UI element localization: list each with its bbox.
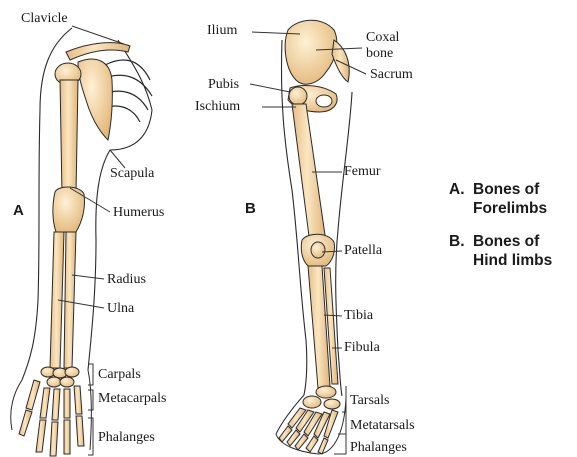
clavicle-bone	[66, 43, 130, 60]
hindlimb-figure	[276, 20, 352, 454]
label-metacarpals: Metacarpals	[98, 391, 166, 407]
legend-text-a-line1: Bones of	[473, 181, 539, 198]
label-coxal-line2: bone	[366, 46, 393, 62]
hand-phalanges	[19, 410, 84, 456]
label-femur: Femur	[344, 164, 381, 180]
femur-bone	[292, 104, 326, 244]
scapula-bone	[78, 59, 112, 140]
femur-head	[289, 87, 307, 105]
ulna-bone	[50, 232, 64, 368]
obturator-foramen	[316, 95, 332, 107]
label-foot-phalanges: Phalanges	[350, 440, 407, 456]
panel-label-b: B	[245, 200, 256, 217]
legend-text-b-line2: Hind limbs	[449, 251, 552, 270]
label-humerus: Humerus	[113, 205, 164, 221]
label-ischium: Ischium	[195, 99, 240, 115]
label-ulna: Ulna	[107, 301, 134, 317]
label-metatarsals: Metatarsals	[350, 418, 415, 434]
humerus-bone	[60, 80, 78, 195]
label-sacrum: Sacrum	[370, 67, 413, 83]
radius-bone	[64, 232, 76, 368]
tarsal-bones	[303, 386, 340, 409]
legend-item-a: A.Bones of Forelimbs	[449, 180, 547, 218]
ilium-bone	[285, 20, 337, 84]
sacrum-bone	[332, 40, 349, 82]
legend-key-a: A.	[449, 180, 473, 199]
panel-label-a: A	[13, 202, 24, 219]
legend-key-b: B.	[449, 232, 473, 251]
legend-text-a-line2: Forelimbs	[449, 199, 547, 218]
label-pubis: Pubis	[208, 77, 239, 93]
label-tarsals: Tarsals	[350, 393, 389, 409]
label-tibia: Tibia	[344, 308, 373, 324]
label-patella: Patella	[344, 243, 382, 259]
label-fibula: Fibula	[344, 340, 380, 356]
label-ilium: Ilium	[207, 23, 237, 39]
label-coxal-line1: Coxal	[366, 30, 399, 46]
label-clavicle: Clavicle	[21, 11, 68, 27]
label-carpals: Carpals	[98, 367, 141, 383]
label-radius: Radius	[107, 272, 146, 288]
label-hand-phalanges: Phalanges	[98, 430, 155, 446]
carpal-bones	[41, 367, 79, 387]
legend-item-b: B.Bones of Hind limbs	[449, 232, 552, 270]
legend-text-b-line1: Bones of	[473, 233, 539, 250]
label-scapula: Scapula	[110, 166, 154, 182]
patella-bone	[311, 242, 325, 258]
